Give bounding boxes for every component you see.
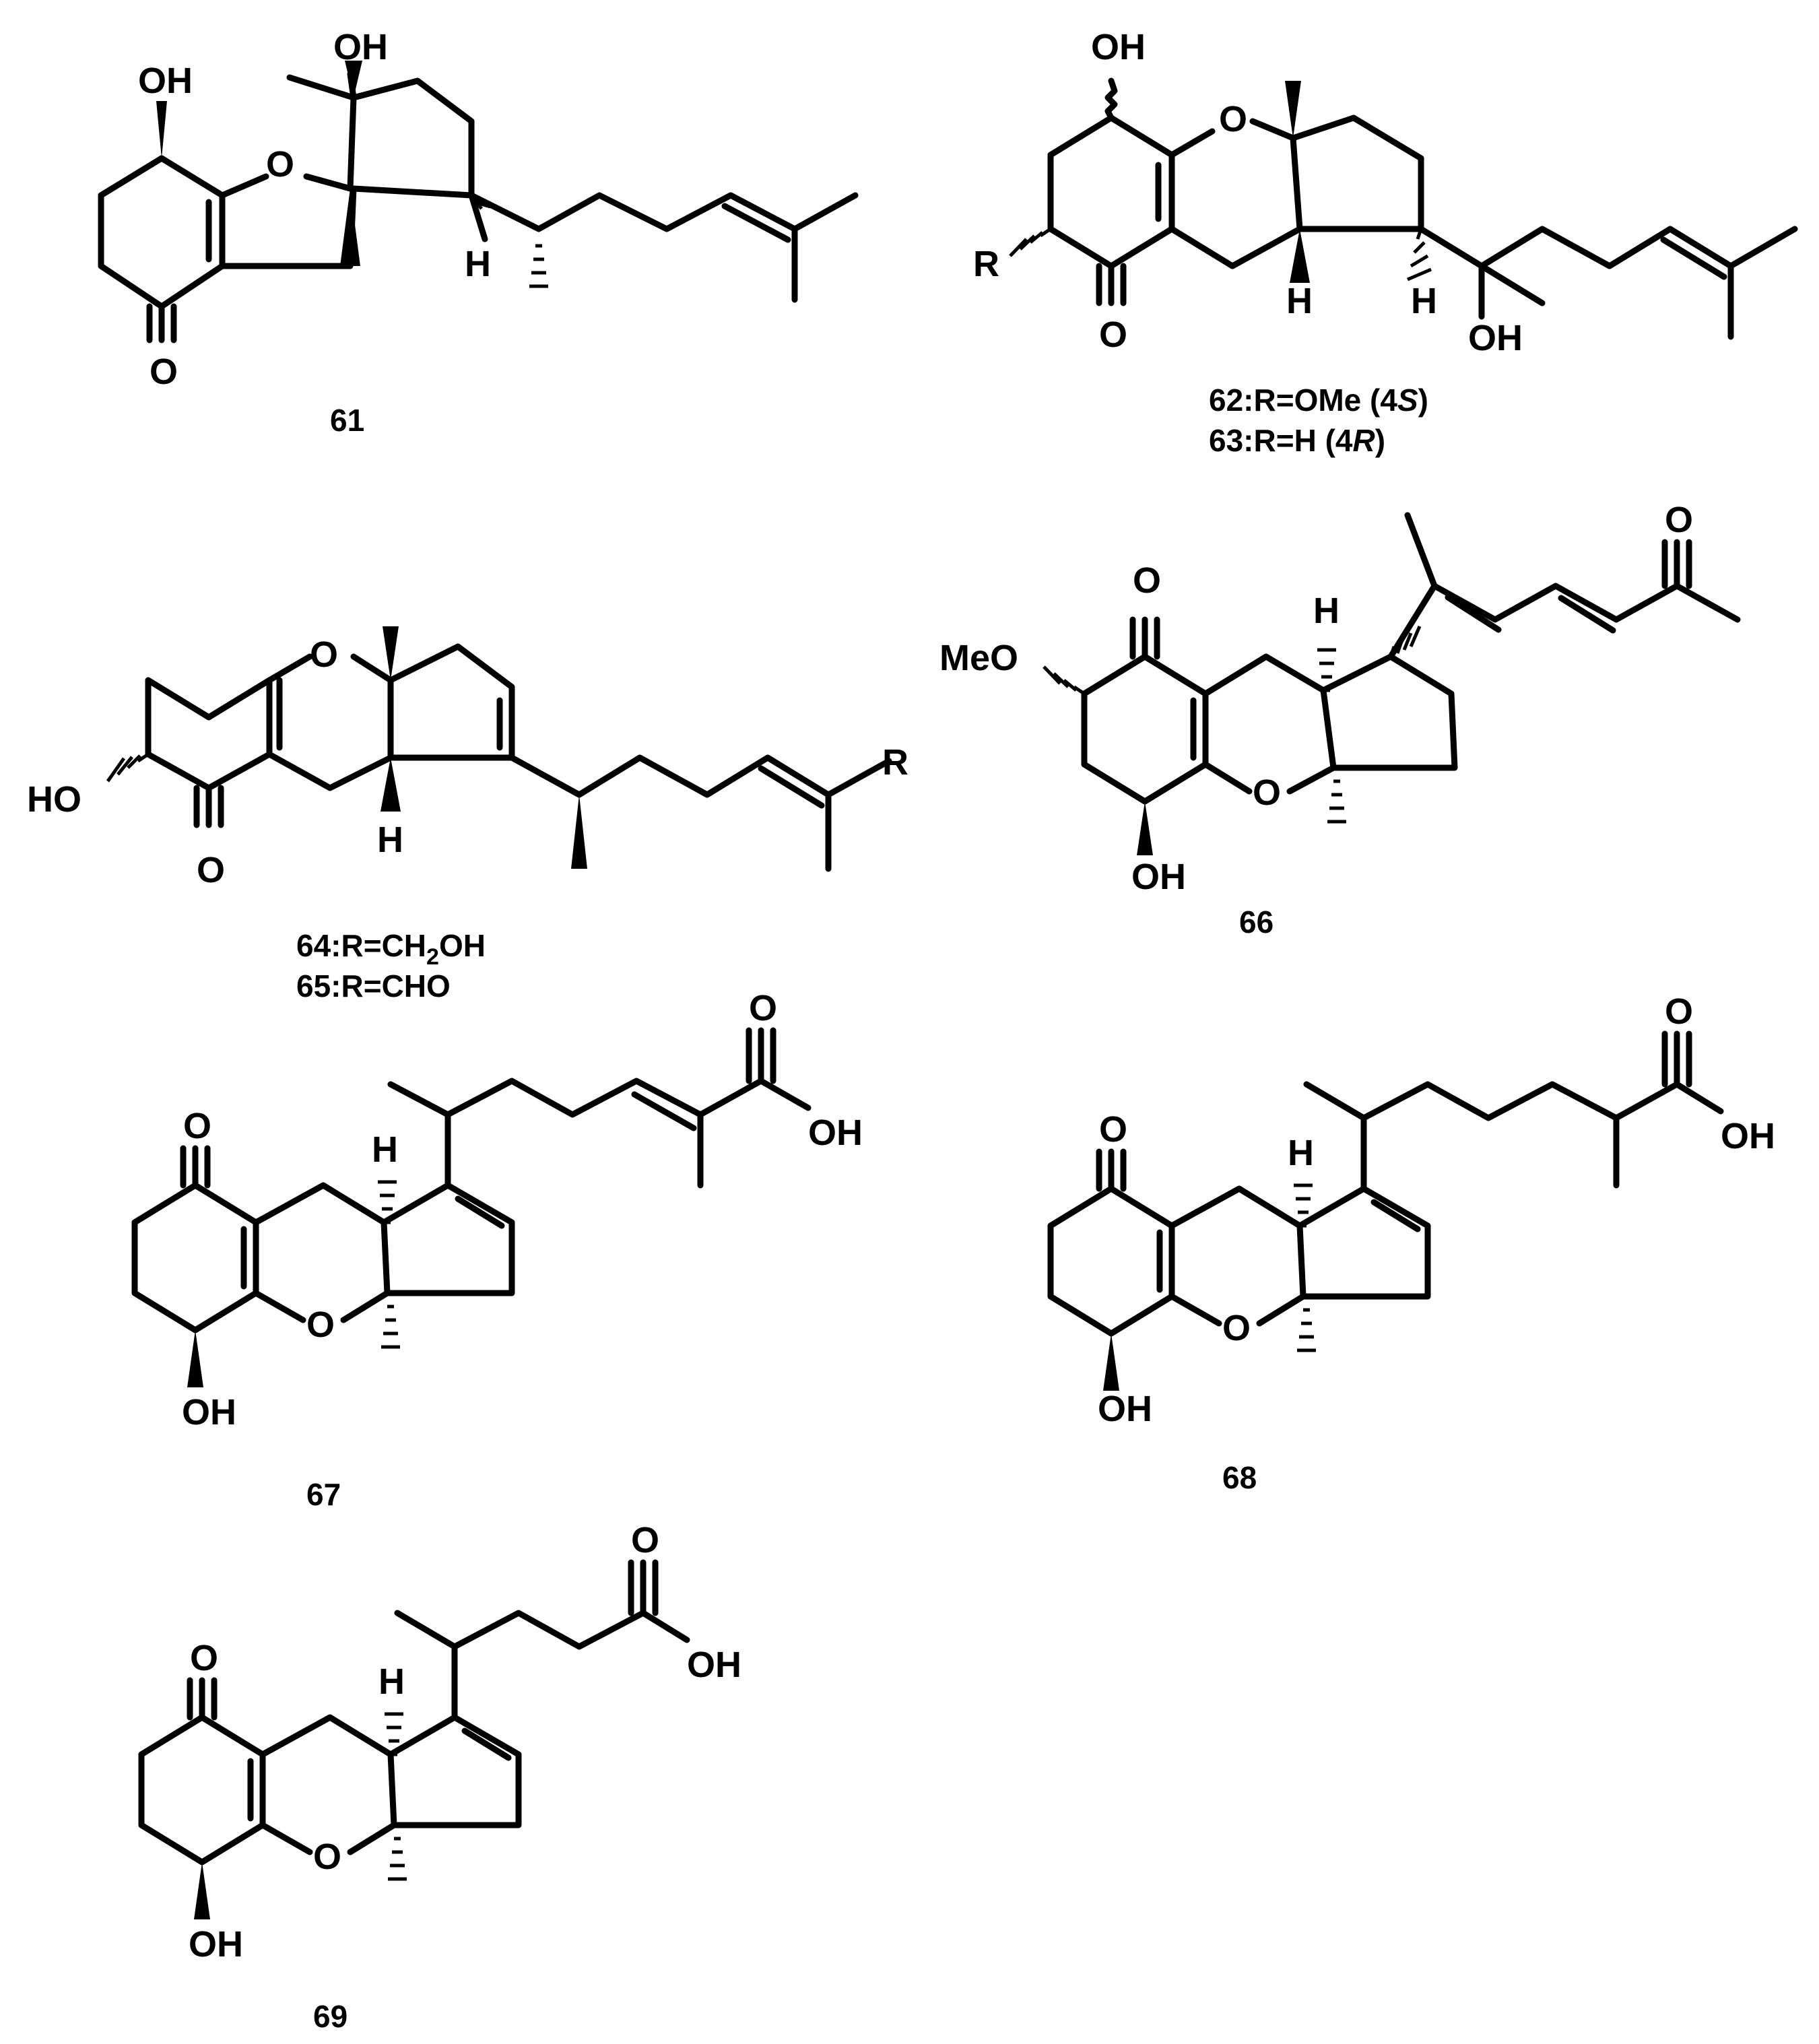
atom-label: OH [333, 27, 388, 67]
atom-label: O [1219, 99, 1247, 139]
atom-label: O [197, 850, 225, 890]
atom-label: OH [138, 61, 193, 101]
compound-caption: 61 [330, 403, 364, 438]
atom-label: R [973, 244, 999, 284]
atom-label: OH [182, 1392, 236, 1432]
atom-label: OH [808, 1113, 863, 1153]
compound-69: O O H OH O OH 69 [138, 1520, 741, 2034]
atom-label: O [1099, 315, 1127, 355]
atom-label: H [1313, 591, 1340, 631]
compound-64-65: O HO O H R 64:R=CH2OH 65:R=CHO [27, 626, 908, 1003]
atom-label: R [882, 742, 908, 783]
compound-67: O O H OH O OH 67 [131, 988, 863, 1512]
atom-label: O [190, 1638, 218, 1678]
compound-68: O O H OH O OH 68 [1047, 991, 1775, 1495]
atom-label: H [1411, 281, 1437, 321]
compound-caption: 63:R=H (4R) [1209, 423, 1385, 458]
atom-label: O [1665, 500, 1693, 540]
atom-label: O [1133, 560, 1161, 601]
atom-label: O [266, 144, 294, 185]
compound-61: OH O OH O H 61 [98, 27, 859, 438]
atom-label: MeO [939, 638, 1018, 678]
atom-label: O [1665, 991, 1693, 1032]
compound-62-63: OH O R O H H OH 62:R=OMe (4S) 63:R=H (4R… [973, 27, 1798, 458]
compound-caption: 65:R=CHO [296, 968, 451, 1003]
atom-label: O [313, 1837, 341, 1877]
atom-label: H [378, 1661, 405, 1702]
compound-caption: 69 [313, 1999, 348, 2034]
atom-label: H [1288, 1133, 1314, 1173]
compound-caption: 67 [306, 1477, 341, 1512]
atom-label: OH [1721, 1116, 1775, 1156]
compound-66: O MeO O H OH O 66 [939, 500, 1741, 939]
atom-label: O [1099, 1109, 1127, 1150]
compound-caption: 66 [1239, 904, 1274, 939]
atom-label: O [306, 1305, 335, 1345]
atom-label: O [150, 352, 178, 392]
atom-label: O [631, 1520, 659, 1560]
atom-label: H [1286, 281, 1313, 321]
atom-label: OH [1131, 857, 1186, 897]
atom-label: O [749, 988, 777, 1028]
atom-label: OH [687, 1645, 741, 1685]
atom-label: O [310, 634, 338, 675]
atom-label: O [1253, 772, 1281, 813]
atom-label: H [372, 1129, 398, 1170]
compound-caption: 62:R=OMe (4S) [1209, 383, 1428, 418]
atom-label: O [183, 1106, 211, 1146]
atom-label: HO [27, 779, 81, 820]
compound-caption: 64:R=CH2OH [296, 928, 486, 970]
atom-label: OH [1468, 318, 1523, 358]
atom-label: OH [189, 1924, 243, 1965]
atom-label: H [465, 244, 491, 284]
atom-label: H [377, 820, 403, 860]
compound-caption: 68 [1222, 1460, 1257, 1495]
atom-label: OH [1091, 27, 1146, 67]
atom-label: OH [1098, 1389, 1152, 1429]
atom-label: O [1222, 1308, 1251, 1348]
